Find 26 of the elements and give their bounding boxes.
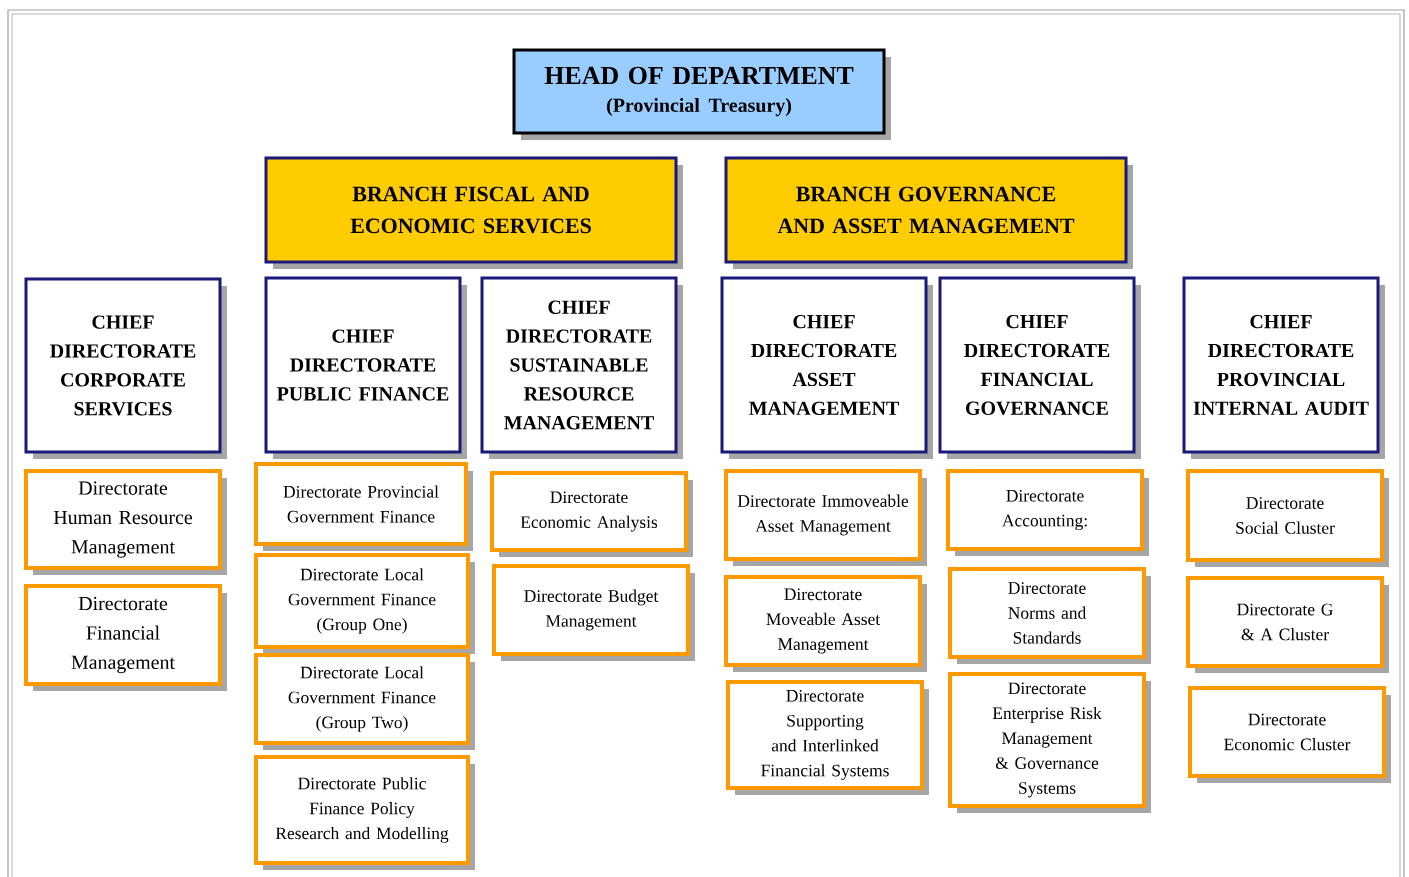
chief-directorate-box: CHIEF DIRECTORATE FINANCIAL GOVERNANCE xyxy=(938,276,1141,459)
directorate-box: Directorate G & A Cluster xyxy=(1186,576,1389,673)
directorate-box: Directorate Supporting and Interlinked Financial Systems xyxy=(726,680,929,795)
branch-box: BRANCH FISCAL AND ECONOMIC SERVICES xyxy=(264,156,683,269)
chief-directorate-box: CHIEF DIRECTORATE CORPORATE SERVICES xyxy=(24,277,227,459)
directorate-box: Directorate Economic Cluster xyxy=(1188,686,1391,783)
directorate-box: Directorate Moveable Asset Management xyxy=(724,575,927,672)
chief-directorate-box: CHIEF DIRECTORATE SUSTAINABLE RESOURCE MANAGEMENT xyxy=(480,276,683,459)
directorate-box: Directorate Immoveable Asset Management xyxy=(724,469,927,566)
chief-directorate-box: CHIEF DIRECTORATE PUBLIC FINANCE xyxy=(264,276,467,459)
directorate-box: Directorate Budget Management xyxy=(492,564,695,661)
department-head-box: HEAD OF DEPARTMENT (Provincial Treasury) xyxy=(512,48,891,140)
directorate-box: Directorate Human Resource Management xyxy=(24,469,227,575)
directorate-box: Directorate Financial Management xyxy=(24,584,227,691)
directorate-box: Directorate Local Government Finance (Group One) xyxy=(254,553,475,654)
directorate-box: Directorate Social Cluster xyxy=(1186,469,1389,567)
chief-directorate-box: CHIEF DIRECTORATE ASSET MANAGEMENT xyxy=(720,276,933,459)
directorate-box: Directorate Accounting: xyxy=(946,469,1149,556)
directorate-box: Directorate Public Finance Policy Research and Modelling xyxy=(254,755,475,870)
directorate-box: Directorate Norms and Standards xyxy=(948,567,1151,664)
directorate-box: Directorate Provincial Government Finance xyxy=(254,462,473,551)
chief-directorate-box: CHIEF DIRECTORATE PROVINCIAL INTERNAL AUDIT xyxy=(1182,276,1385,459)
directorate-box: Directorate Local Government Finance (Group Two) xyxy=(254,653,475,750)
branch-box: BRANCH GOVERNANCE AND ASSET MANAGEMENT xyxy=(724,156,1133,269)
directorate-box: Directorate Economic Analysis xyxy=(490,471,693,557)
directorate-box: Directorate Enterprise Risk Management & Governance Systems xyxy=(948,672,1151,813)
